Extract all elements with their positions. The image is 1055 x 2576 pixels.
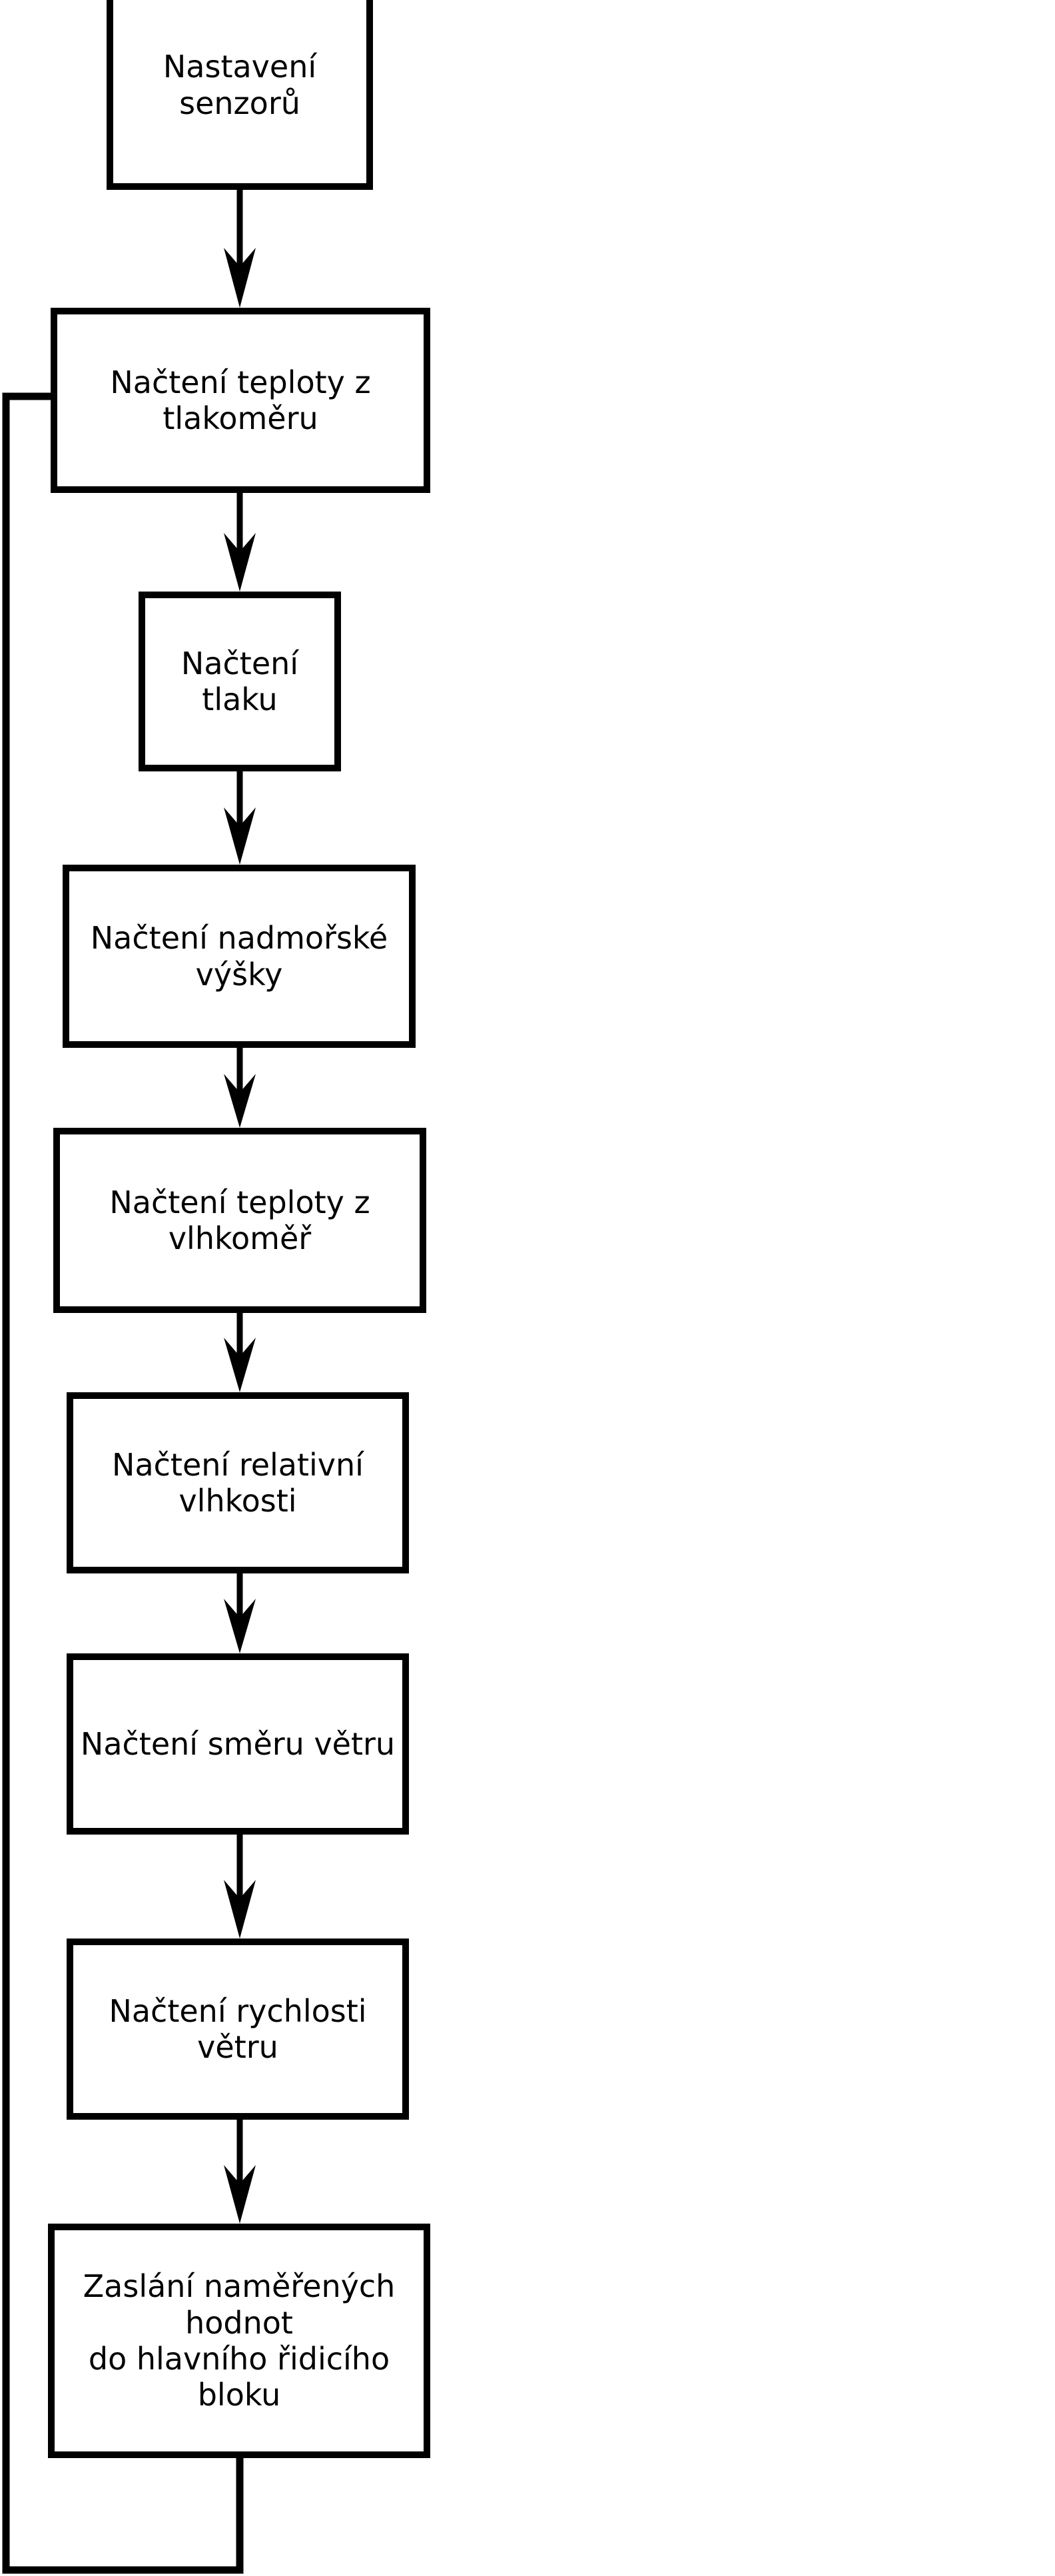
connector-4-5 xyxy=(224,1048,256,1128)
flow-node-label: Načtení teploty z vlhkoměř xyxy=(109,1184,370,1256)
connector-5-6 xyxy=(224,1313,256,1392)
connector-1-2 xyxy=(224,190,256,308)
flow-node-label: Načtení tlaku xyxy=(180,645,299,717)
flow-node-nacteni-tlaku[interactable]: Načtení tlaku xyxy=(139,592,341,771)
flow-node-label: Načtení nadmořské výšky xyxy=(90,920,388,993)
connector-2-3 xyxy=(224,493,256,592)
flow-node-nastaveni-senzoru[interactable]: Nastavení senzorů xyxy=(107,0,373,190)
flow-node-label: Zaslání naměřených hodnot do hlavního ři… xyxy=(83,2268,396,2413)
flow-node-label: Načtení rychlosti větru xyxy=(109,1992,367,2065)
connector-6-7 xyxy=(224,1573,256,1653)
flow-node-nacteni-teploty-z-tlakomeru[interactable]: Načtení teploty z tlakoměru xyxy=(51,308,430,493)
flow-node-nacteni-rychlosti-vetru[interactable]: Načtení rychlosti větru xyxy=(67,1938,409,2120)
flow-node-nacteni-relativni-vlhkosti[interactable]: Načtení relativní vlhkosti xyxy=(67,1392,409,1573)
flow-node-label: Načtení teploty z tlakoměru xyxy=(110,364,371,436)
flow-node-nacteni-teploty-z-vlhkomer[interactable]: Načtení teploty z vlhkoměř xyxy=(53,1128,426,1313)
flow-node-label: Načtení směru větru xyxy=(80,1725,396,1762)
connector-3-4 xyxy=(224,771,256,865)
flow-node-nacteni-nadmorske-vysky[interactable]: Načtení nadmořské výšky xyxy=(63,865,416,1048)
flow-node-zaslani-namerenych-hodnot[interactable]: Zaslání naměřených hodnot do hlavního ři… xyxy=(48,2224,430,2458)
connector-8-9 xyxy=(224,2120,256,2224)
connector-7-8 xyxy=(224,1835,256,1938)
flow-node-label: Nastavení senzorů xyxy=(163,49,317,121)
flow-node-nacteni-smeru-vetru[interactable]: Načtení směru větru xyxy=(67,1653,409,1835)
flow-node-label: Načtení relativní vlhkosti xyxy=(112,1446,364,1519)
